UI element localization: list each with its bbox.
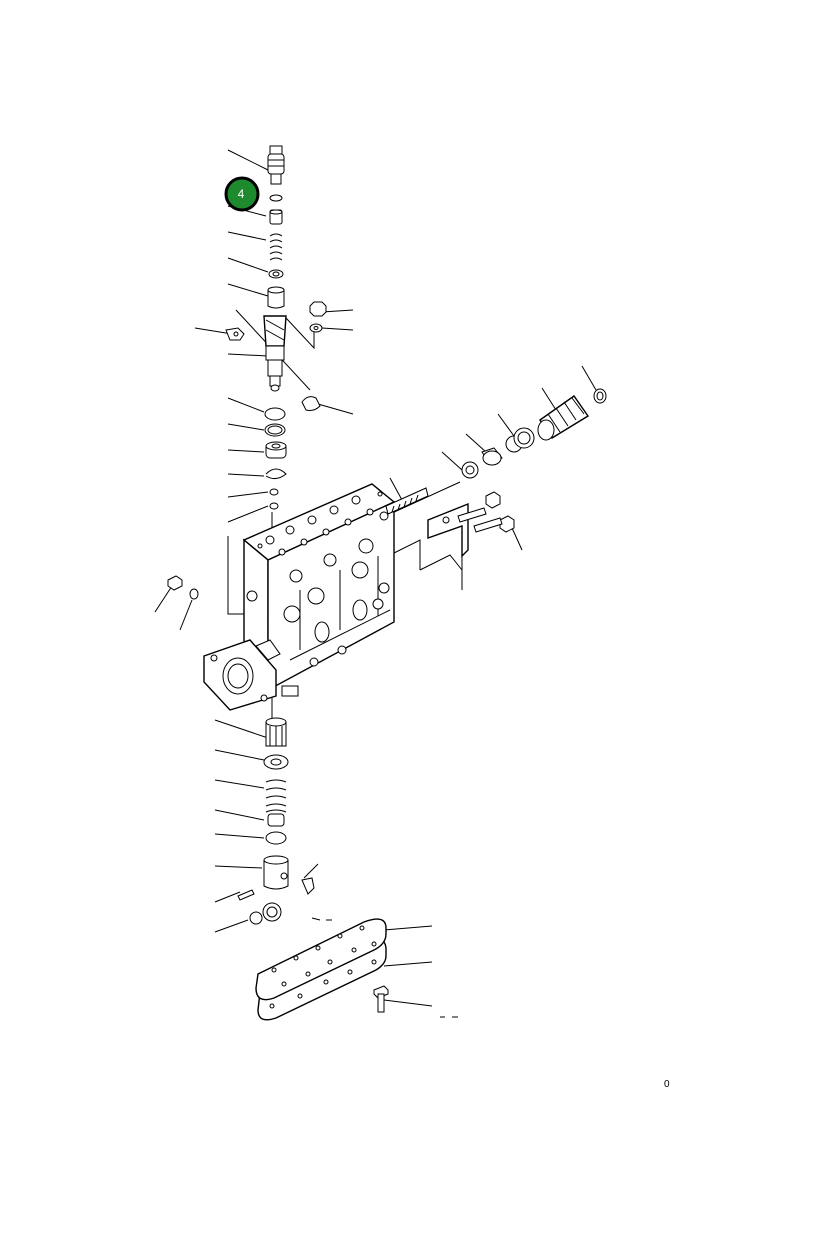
lower-stack [237,717,315,925]
cover-plate-and-gasket [255,918,389,1021]
page-marker: 0 [664,1079,670,1090]
leader-lines [154,149,311,933]
callout-label: 4 [238,187,245,201]
governor-parts [461,388,607,479]
ring-stack [264,407,287,510]
clamp-bracket [301,396,321,411]
lock-plate [225,327,245,341]
upper-valve-stack [267,145,285,309]
side-bolt [167,575,199,600]
callout-circle[interactable] [224,176,260,212]
mounting-flange [203,639,299,711]
callout-badge[interactable]: 4 [224,176,260,212]
pump-housing [242,483,396,692]
control-rack [385,487,429,515]
bracket-with-bolts [427,491,515,558]
plunger-assembly [263,315,287,392]
nut-and-washer [309,301,327,333]
